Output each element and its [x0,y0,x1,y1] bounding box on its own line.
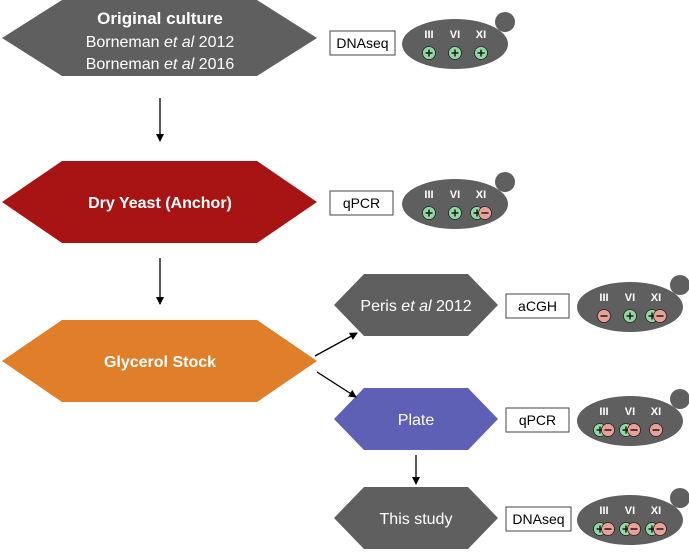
method-box-peris: aCGH [505,293,570,319]
minus-copy-marker [597,309,611,323]
chromosome-label: XI [476,29,486,41]
yeast-body [577,495,683,545]
method-label: DNAseq [512,511,564,527]
minus-copy-marker [653,309,667,323]
plus-copy-marker [623,309,637,323]
method-label: qPCR [519,412,556,428]
method-box-this-study: DNAseq [505,506,572,532]
chromosome-label: XI [651,292,661,304]
chromosome-label: III [599,406,608,418]
original-culture-ref-2012: Borneman et al 2012 [86,34,235,51]
minus-copy-marker [627,423,641,437]
minus-copy-marker [627,522,641,536]
yeast-cells: III VI XI III VI XI III VI XI III VI XI III VI XI [402,12,689,545]
original-culture-ref-2016: Borneman et al 2016 [86,56,235,73]
arrow-glycerol-to-peris [314,332,358,357]
method-box-original: DNAseq [329,30,396,56]
yeast-body [402,19,508,69]
yeast-bud [495,12,515,32]
this-study-label: This study [380,511,453,528]
this-study-hexagon [334,487,498,549]
plus-copy-marker [422,46,436,60]
yeast-body [577,282,683,332]
yeast-body [577,396,683,446]
plus-copy-marker [448,206,462,220]
minus-copy-marker [653,522,667,536]
peris-hexagon [334,274,498,336]
glycerol-stock-label: Glycerol Stock [104,354,216,371]
yeast-cell-original: III VI XI [402,12,515,69]
yeast-cell-dry-yeast: III VI XI [402,172,515,229]
yeast-cell-peris: III VI XI [577,275,689,332]
dry-yeast-hexagon [2,161,317,243]
yeast-bud [495,172,515,192]
minus-copy-marker [601,423,615,437]
yeast-cell-this-study: III VI XI [577,488,689,545]
yeast-bud [670,275,689,295]
minus-copy-marker [649,423,663,437]
yeast-bud [670,488,689,508]
chromosome-label: III [599,505,608,517]
yeast-body [402,179,508,229]
yeast-bud [670,389,689,409]
chromosome-label: III [599,292,608,304]
minus-copy-marker [601,522,615,536]
chromosome-label: VI [450,29,460,41]
dry-yeast-label: Dry Yeast (Anchor) [88,195,232,212]
plus-copy-marker [422,206,436,220]
glycerol-stock-hexagon [2,320,317,402]
method-label: qPCR [343,195,380,211]
peris-label: Peris et al 2012 [360,298,471,315]
chromosome-label: VI [625,505,635,517]
chromosome-label: XI [476,189,486,201]
plus-copy-marker [448,46,462,60]
minus-copy-marker [478,206,492,220]
method-box-plate: qPCR [505,407,570,433]
chromosome-label: VI [625,406,635,418]
plus-copy-marker [474,46,488,60]
yeast-cell-plate: III VI XI [577,389,689,446]
plate-label: Plate [398,412,435,429]
original-culture-title: Original culture [97,9,223,28]
chromosome-label: VI [450,189,460,201]
chromosome-label: VI [625,292,635,304]
method-label: DNAseq [336,35,388,51]
chromosome-label: XI [651,505,661,517]
chromosome-label: III [424,29,433,41]
plate-hexagon [334,388,498,450]
chromosome-label: XI [651,406,661,418]
method-label: aCGH [518,298,557,314]
method-box-dry-yeast: qPCR [329,190,394,216]
arrow-glycerol-to-plate [316,371,357,398]
original-culture-hexagon [2,0,317,76]
chromosome-label: III [424,189,433,201]
